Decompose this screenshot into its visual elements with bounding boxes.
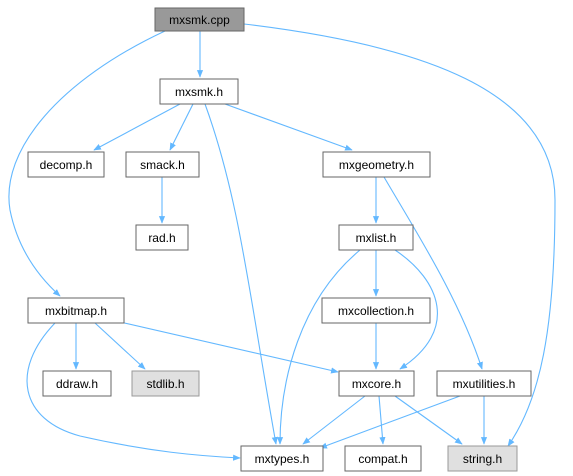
edge-mxlist-h-to-mxcore-h (394, 249, 438, 370)
edge-mxgeometry-h-to-mxutilities-h (383, 176, 483, 370)
edge-mxutilities-h-to-mxtypes-h (319, 395, 461, 449)
node-label: string.h (463, 452, 502, 466)
edge-mxsmk-h-to-smack-h (169, 103, 194, 151)
edge-mxbitmap-h-to-mxcore-h (119, 321, 339, 374)
node-label: smack.h (140, 158, 185, 172)
node-ddraw-h[interactable]: ddraw.h (42, 370, 112, 397)
edge-mxsmk-h-to-decomp-h (93, 103, 181, 151)
edge-mxbitmap-h-to-mxtypes-h (26, 322, 241, 461)
node-label: mxtypes.h (255, 452, 310, 466)
node-label: mxcollection.h (338, 304, 414, 318)
node-label: ddraw.h (56, 377, 98, 391)
node-mxsmk-cpp[interactable]: mxsmk.cpp (154, 7, 245, 32)
node-label: rad.h (148, 231, 175, 245)
edge-mxlist-h-to-mxtypes-h (276, 249, 361, 445)
node-label: mxsmk.h (175, 85, 223, 99)
node-label: mxutilities.h (453, 377, 516, 391)
node-smack-h[interactable]: smack.h (125, 151, 200, 178)
node-label: stdlib.h (146, 377, 184, 391)
node-label: mxlist.h (356, 231, 397, 245)
node-stdlib-h[interactable]: stdlib.h (131, 370, 200, 397)
node-label: mxsmk.cpp (169, 13, 230, 27)
edge-mxsmk-h-to-mxgeometry-h (224, 103, 353, 151)
node-rad-h[interactable]: rad.h (135, 224, 189, 251)
node-mxutilities-h[interactable]: mxutilities.h (436, 370, 532, 397)
edge-mxsmk-cpp-to-mxbitmap-h (8, 30, 166, 297)
node-decomp-h[interactable]: decomp.h (27, 151, 105, 178)
node-mxtypes-h[interactable]: mxtypes.h (240, 445, 324, 472)
node-label: compat.h (358, 452, 407, 466)
node-label: mxgeometry.h (339, 158, 414, 172)
edge-mxsmk-h-to-mxtypes-h (204, 103, 278, 445)
edge-mxcore-h-to-compat-h (378, 395, 386, 445)
node-mxbitmap-h[interactable]: mxbitmap.h (27, 297, 125, 324)
edge-mxbitmap-h-to-stdlib-h (94, 322, 146, 370)
node-string-h[interactable]: string.h (447, 445, 518, 472)
node-mxcollection-h[interactable]: mxcollection.h (321, 297, 431, 324)
edge-mxcore-h-to-string-h (394, 395, 463, 445)
node-mxlist-h[interactable]: mxlist.h (338, 224, 414, 251)
edge-mxcore-h-to-mxtypes-h (302, 395, 366, 445)
node-label: decomp.h (40, 158, 93, 172)
edge-mxsmk-cpp-to-string-h (243, 23, 556, 447)
node-label: mxcore.h (352, 377, 401, 391)
node-compat-h[interactable]: compat.h (344, 445, 422, 472)
node-mxsmk-h[interactable]: mxsmk.h (159, 78, 239, 105)
node-mxgeometry-h[interactable]: mxgeometry.h (322, 151, 431, 178)
node-mxcore-h[interactable]: mxcore.h (338, 370, 415, 397)
node-label: mxbitmap.h (45, 304, 107, 318)
